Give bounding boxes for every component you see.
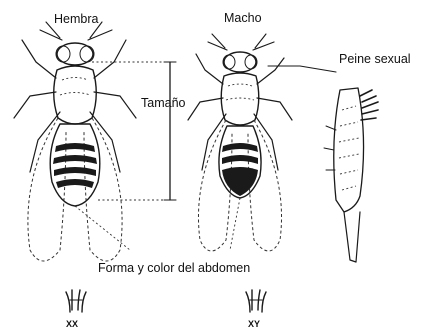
sex-comb-pointer [268,66,336,72]
label-female: Hembra [54,12,99,26]
male-chromosome-icon [246,290,266,312]
label-male-karyotype: XY [248,319,260,329]
label-male: Macho [224,11,262,25]
female-chromosome-icon [66,290,86,312]
sex-comb-leg [324,88,378,262]
label-size: Tamaño [141,96,186,110]
label-abdomen: Forma y color del abdomen [98,261,250,275]
female-fly [14,22,136,261]
abdomen-pointers [75,198,240,250]
label-sex-comb: Peine sexual [339,52,411,66]
label-female-karyotype: XX [66,319,78,329]
